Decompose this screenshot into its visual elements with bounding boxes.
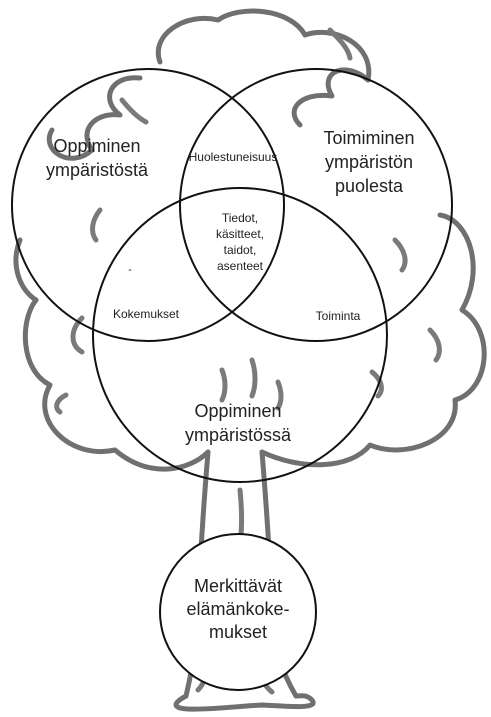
venn-circles [11,68,453,691]
label-center: Tiedot, käsitteet, taidot, asenteet [190,210,290,274]
circle-acting-for-environment [179,68,453,342]
tree-canopy-left [84,75,143,153]
label-line: asenteet [216,259,264,273]
tree-branch-8 [249,357,258,399]
tree-branch-6 [369,369,384,399]
label-line: elämänkoke- [186,599,290,619]
tree-branch-1 [90,207,103,243]
label-line: mukset [208,622,268,642]
label-line: taidot, [223,243,257,257]
label-significant-life-experiences: Merkittävät elämänkoke- mukset [168,575,308,644]
tree-canopy [22,8,487,472]
label-learning-from-environment: Oppiminen ympäristöstä [30,134,164,182]
minor-mark: - [128,264,132,276]
label-action: Toiminta [315,309,361,323]
circle-learning-in-environment [92,187,388,483]
tree-top-line-2 [119,97,149,125]
label-line: Oppiminen [53,136,141,156]
label-line: ympäristössä [184,425,292,445]
label-line: Oppiminen [194,401,282,421]
label-experiences: Kokemukset [112,307,180,321]
label-line: ympäristöstä [45,160,149,180]
label-line: puolesta [334,176,404,196]
label-concern: Huolestuneisuus [188,150,278,164]
tree-branch-9 [275,379,284,411]
tree-branch-2 [70,315,85,355]
tree-roots [173,693,316,712]
label-line: Toimiminen [323,128,415,148]
tree-branch-3 [54,392,69,415]
label-acting-for-environment: Toimiminen ympäristön puolesta [302,126,436,198]
tree-top-line [327,27,353,61]
circle-significant-life-experiences [159,533,317,691]
tree-branch-5 [427,327,442,363]
label-line: Merkittävät [193,576,283,596]
label-line: Tiedot, [221,211,259,225]
label-line: käsitteet, [215,227,265,241]
tree-branch-4 [392,237,408,273]
circle-learning-from-environment [11,68,285,342]
label-learning-in-environment: Oppiminen ympäristössä [163,399,313,447]
tree-branch-7 [219,367,228,403]
label-line: ympäristön [324,152,414,172]
